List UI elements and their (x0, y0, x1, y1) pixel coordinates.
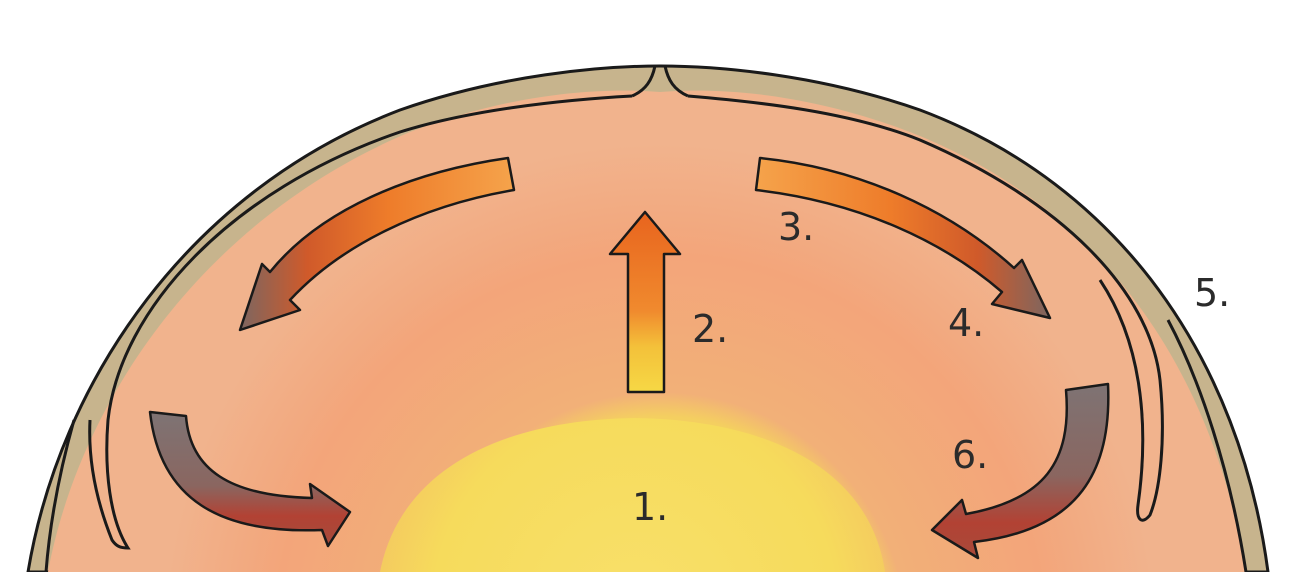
label-core: 1. (632, 485, 668, 529)
label-cooling: 4. (948, 301, 984, 345)
crust-plate-right (687, 94, 1164, 522)
ridge-seam (631, 65, 689, 98)
arrow-spreading-left (238, 156, 516, 332)
arrow-rising (608, 210, 682, 394)
label-sinking: 6. (952, 433, 988, 477)
core (380, 418, 885, 572)
plate-boundary-left (44, 419, 76, 572)
label-spreading: 3. (778, 205, 814, 249)
arrow-spreading-right (754, 156, 1052, 320)
arrow-returning-left (148, 410, 352, 548)
plate-boundary (1166, 319, 1248, 572)
arrow-sinking-right (930, 382, 1110, 560)
label-rising: 2. (692, 307, 728, 351)
label-crust: 5. (1194, 271, 1230, 315)
crust-plate-left (88, 94, 633, 550)
